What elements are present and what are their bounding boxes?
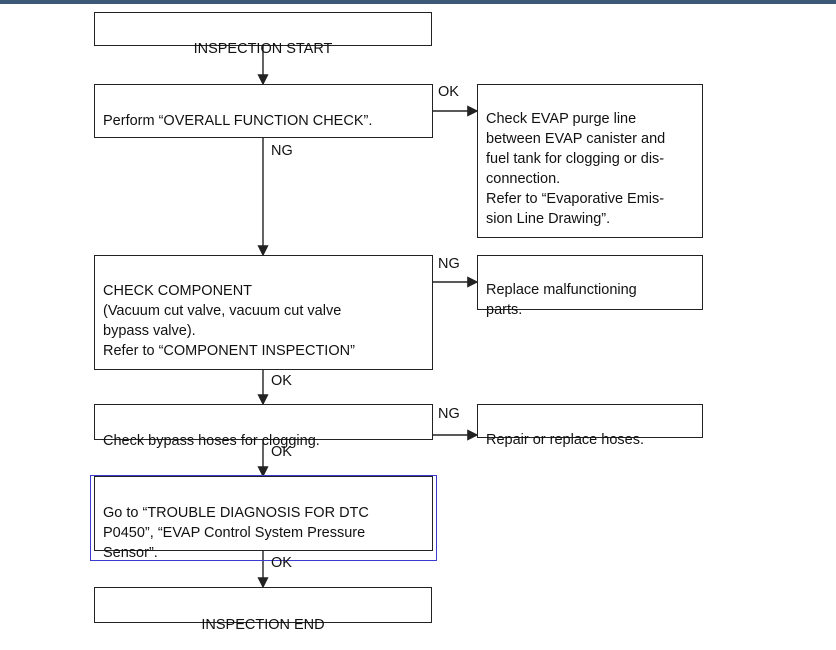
overall-function-check-text: Perform “OVERALL FUNCTION CHECK”. — [103, 113, 373, 129]
replace-parts-box: Replace malfunctioning parts. — [477, 255, 703, 318]
check-component-text: CHECK COMPONENT (Vacuum cut valve, vacuu… — [103, 283, 355, 359]
step3-ng-label: NG — [438, 406, 460, 422]
check-bypass-hoses-text: Check bypass hoses for clogging. — [103, 433, 320, 449]
overall-function-check-box: Perform “OVERALL FUNCTION CHECK”. — [94, 84, 433, 138]
trouble-diagnosis-text: Go to “TROUBLE DIAGNOSIS FOR DTC P0450”,… — [103, 505, 369, 561]
repair-hoses-text: Repair or replace hoses. — [486, 432, 644, 448]
check-component-box: CHECK COMPONENT (Vacuum cut valve, vacuu… — [94, 255, 433, 370]
inspection-start-label: INSPECTION START — [193, 41, 333, 57]
step2-ng-label: NG — [438, 256, 460, 272]
inspection-start-box: INSPECTION START — [94, 12, 432, 57]
window-top-bar — [0, 0, 836, 4]
step2-ok-label: OK — [271, 373, 292, 389]
selection-highlight — [90, 475, 437, 561]
inspection-end-label: INSPECTION END — [201, 617, 325, 633]
step3-ok-label: OK — [271, 444, 292, 460]
trouble-diagnosis-box: Go to “TROUBLE DIAGNOSIS FOR DTC P0450”,… — [94, 476, 433, 561]
step1-ok-label: OK — [438, 84, 459, 100]
check-evap-purge-line-text: Check EVAP purge line between EVAP canis… — [486, 111, 666, 227]
replace-parts-text: Replace malfunctioning parts. — [486, 282, 637, 318]
check-bypass-hoses-box: Check bypass hoses for clogging. — [94, 404, 433, 449]
repair-hoses-box: Repair or replace hoses. — [477, 404, 703, 448]
step1-ng-label: NG — [271, 143, 293, 159]
check-evap-purge-line-box: Check EVAP purge line between EVAP canis… — [477, 84, 703, 238]
step4-ok-label: OK — [271, 555, 292, 571]
inspection-end-box: INSPECTION END — [94, 587, 432, 633]
